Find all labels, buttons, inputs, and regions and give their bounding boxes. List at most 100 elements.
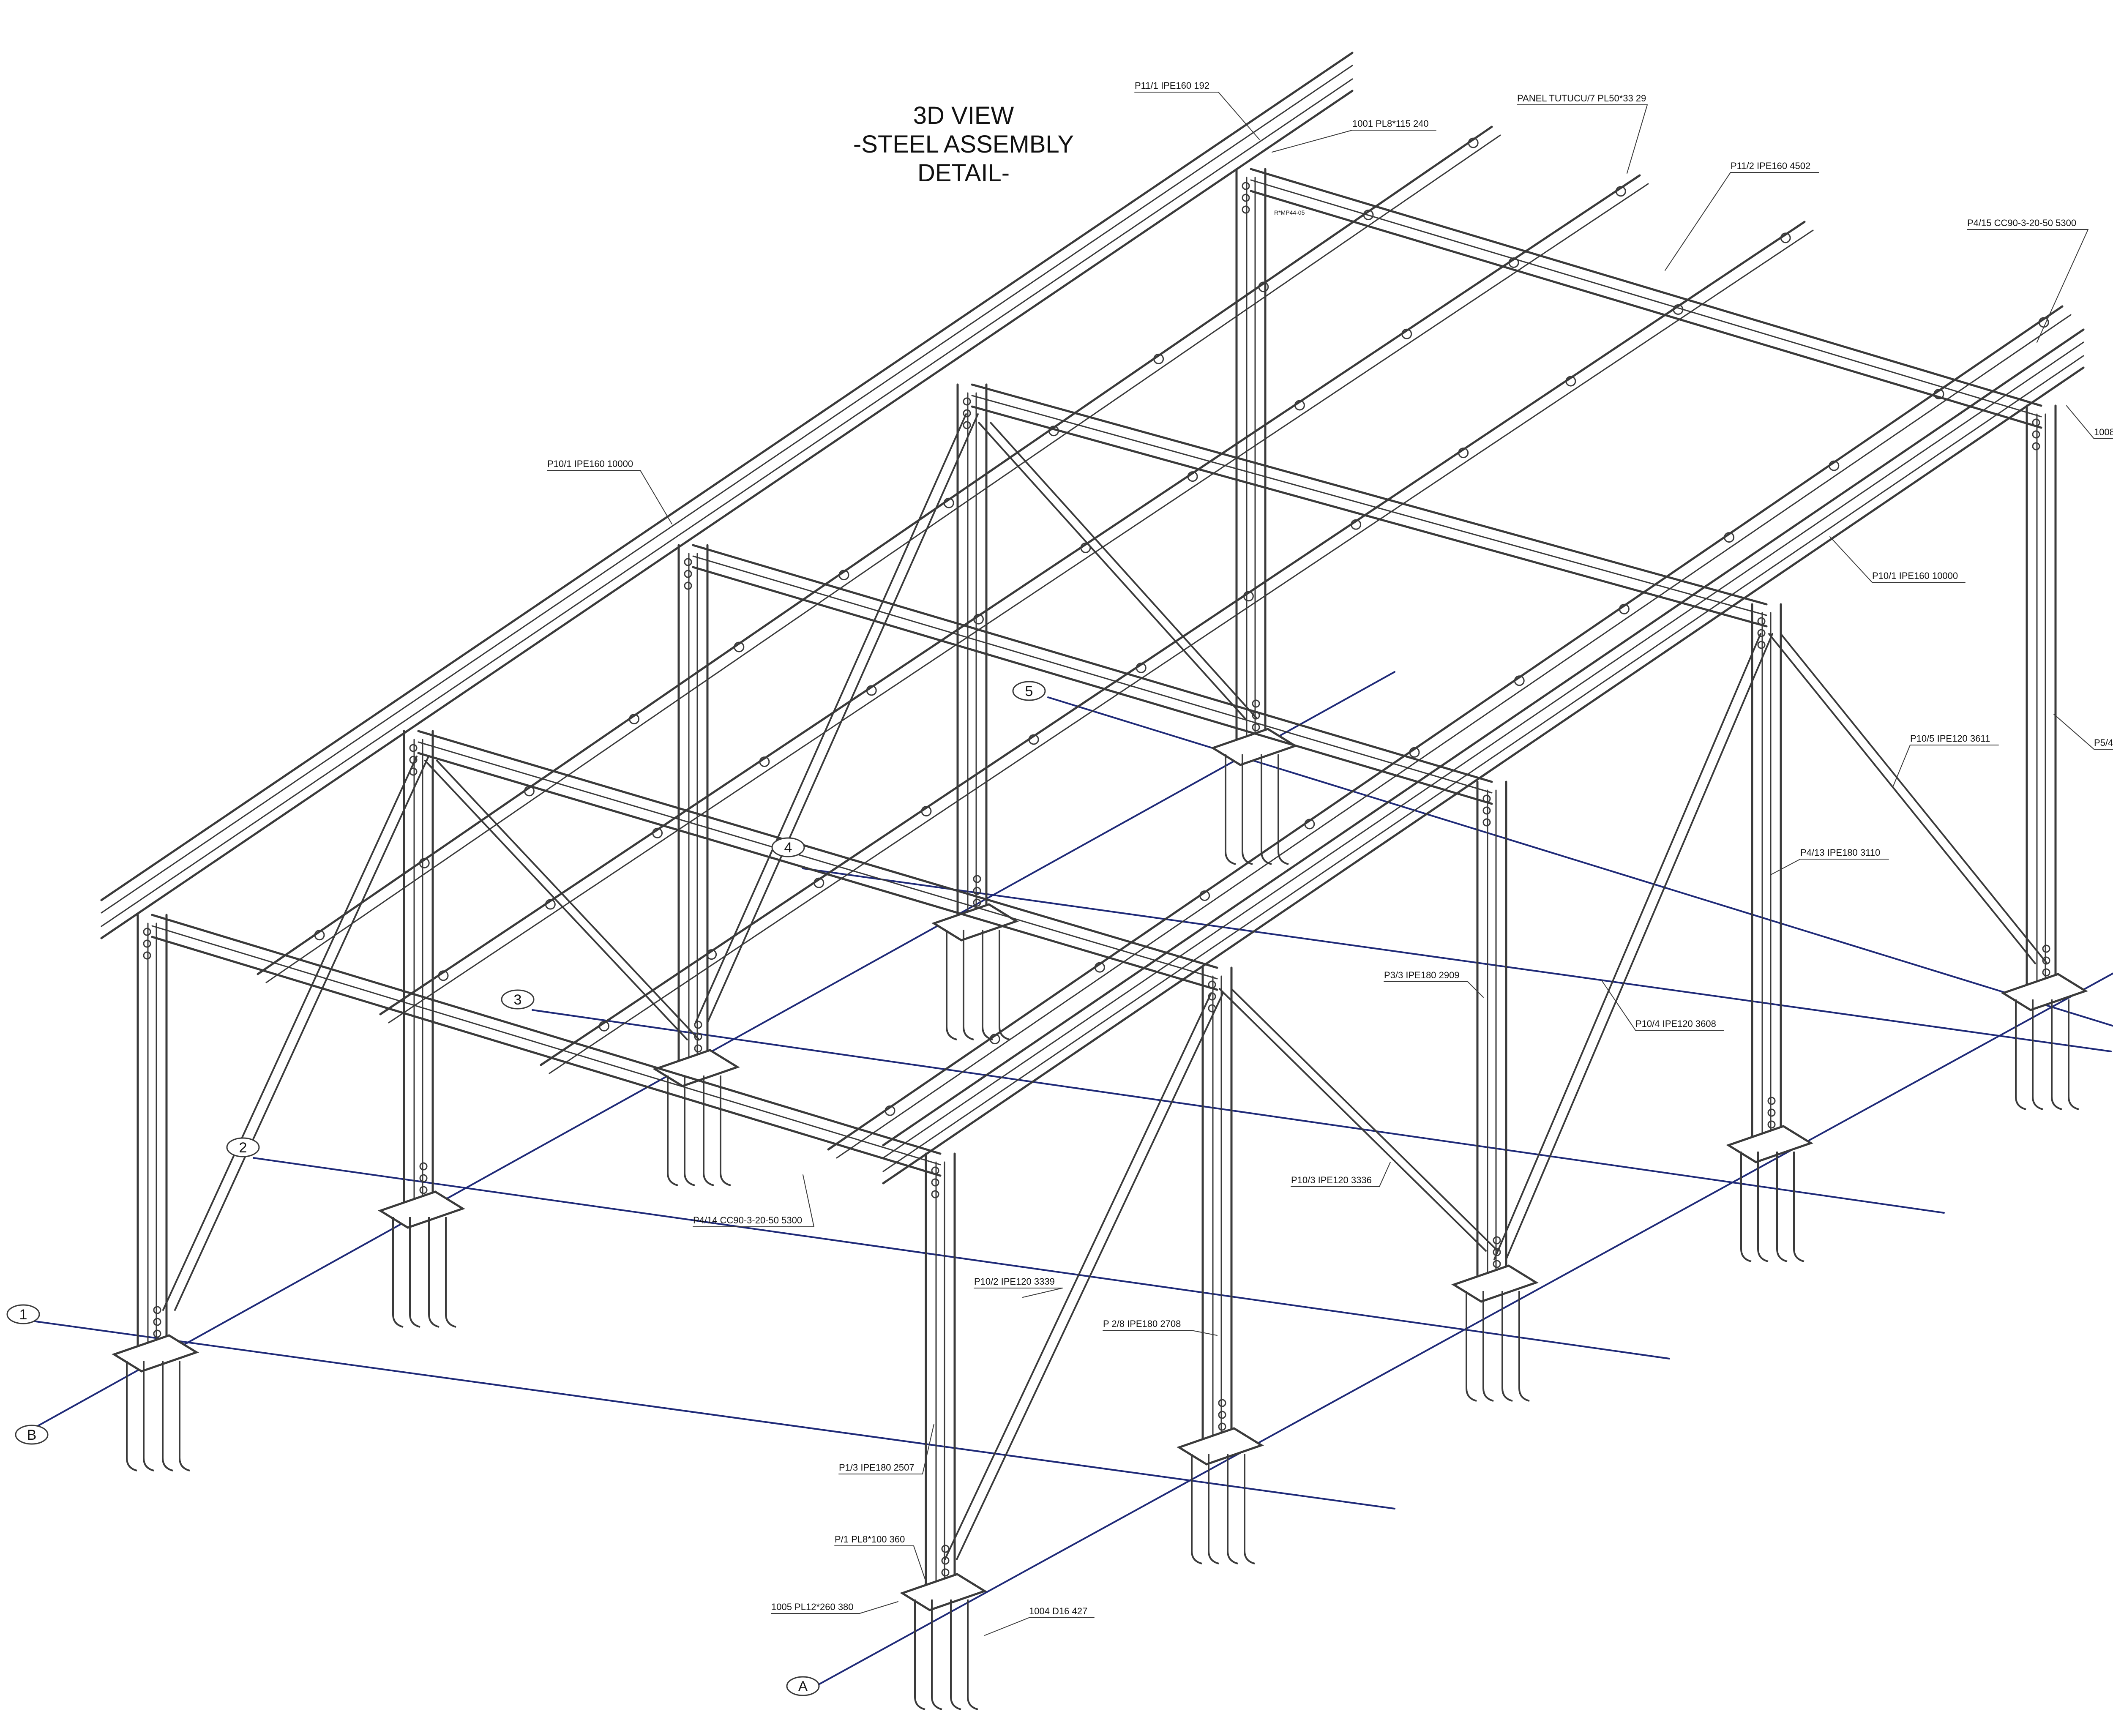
bolt-hole bbox=[963, 421, 971, 429]
label-leader-line bbox=[1467, 981, 1484, 998]
purlin-line bbox=[379, 174, 1641, 1015]
purlin-cleat bbox=[1048, 426, 1059, 437]
anchor-bolt bbox=[1740, 1152, 1752, 1262]
rafter-edge-line bbox=[882, 328, 2085, 1146]
anchor-bolt bbox=[1466, 1291, 1477, 1402]
part-label-p4-14: P4/14 CC90-3-20-50 5300 bbox=[693, 1215, 802, 1226]
cross-beam-line bbox=[417, 752, 1218, 991]
grid-bubble-b bbox=[15, 1425, 49, 1445]
rafter-flange-line bbox=[101, 78, 1353, 927]
cross-beam-line bbox=[692, 555, 1493, 794]
bolt-hole bbox=[963, 409, 971, 418]
bolt-hole bbox=[684, 558, 692, 566]
bolt-hole bbox=[1757, 617, 1766, 625]
title-line-2: -STEEL ASSEMBLY DETAIL- bbox=[853, 131, 1074, 187]
bolt-hole bbox=[1218, 1422, 1226, 1431]
rafter-flange-line bbox=[101, 65, 1353, 914]
cross-beam-line bbox=[692, 566, 1493, 805]
part-label-p10-2: P10/2 IPE120 3339 bbox=[974, 1276, 1055, 1287]
bolt-hole bbox=[973, 887, 981, 895]
bolt-hole bbox=[941, 1556, 950, 1565]
grid-line bbox=[815, 972, 2113, 1687]
purlin-cleat bbox=[1304, 819, 1315, 830]
bolt-hole bbox=[973, 898, 981, 907]
brace-line bbox=[162, 756, 418, 1311]
purlin-cleat bbox=[652, 827, 663, 838]
part-label-p2-8: P 2/8 IPE180 2708 bbox=[1103, 1318, 1181, 1329]
bolt-hole bbox=[1252, 711, 1260, 720]
part-label-p11-2: P11/2 IPE160 4502 bbox=[1731, 161, 1810, 171]
purlin-cleat bbox=[1933, 389, 1944, 399]
purlin-cleat bbox=[973, 614, 984, 625]
anchor-bolt bbox=[126, 1361, 137, 1471]
anchor-bolt bbox=[428, 1217, 440, 1328]
anchor-bolt bbox=[1208, 1454, 1219, 1564]
bolt-hole bbox=[1218, 1411, 1226, 1419]
anchor-bolt bbox=[179, 1361, 190, 1471]
bolt-hole bbox=[973, 875, 981, 883]
purlin-cleat bbox=[866, 685, 877, 696]
anchor-bolt bbox=[931, 1600, 942, 1710]
purlin-line bbox=[540, 221, 1806, 1066]
steel-frame bbox=[100, 52, 2088, 1710]
bolt-hole bbox=[1767, 1120, 1776, 1129]
purlin-cleat bbox=[1514, 675, 1525, 686]
bolt-hole bbox=[153, 1306, 161, 1314]
purlin-cleat bbox=[524, 786, 535, 797]
cross-beam-line bbox=[1250, 190, 2042, 429]
grid-bubble-label-5: 5 bbox=[1025, 683, 1033, 699]
label-leader-line bbox=[640, 470, 672, 524]
bolt-hole bbox=[684, 581, 692, 590]
rafter-flange-line bbox=[882, 355, 2084, 1172]
anchor-bolt bbox=[162, 1361, 173, 1471]
part-label-p10-5: P10/5 IPE120 3611 bbox=[1910, 733, 1990, 744]
brace-line bbox=[990, 422, 1258, 719]
grid-bubble-1 bbox=[6, 1304, 40, 1324]
base-plate bbox=[1726, 1125, 1813, 1163]
anchor-bolt bbox=[914, 1600, 925, 1710]
bolt-hole bbox=[941, 1545, 950, 1553]
anchor-bolt bbox=[1501, 1291, 1513, 1402]
anchor-bolt bbox=[1242, 754, 1253, 865]
part-label-p1001: 1001 PL8*115 240 bbox=[1352, 118, 1429, 129]
bolt-hole bbox=[1757, 629, 1766, 637]
bolt-hole bbox=[1482, 818, 1491, 827]
grid-bubble-label-a: A bbox=[798, 1679, 808, 1695]
bolt-hole bbox=[694, 1021, 702, 1029]
anchor-bolt bbox=[2051, 999, 2062, 1110]
part-label-p1005: 1005 PL12*260 380 bbox=[771, 1602, 854, 1612]
label-leader-line bbox=[1272, 130, 1353, 153]
anchor-bolt bbox=[1482, 1291, 1494, 1402]
part-label-p1004: 1004 D16 427 bbox=[1029, 1606, 1087, 1616]
anchor-bolt bbox=[1776, 1152, 1788, 1262]
label-leader-line bbox=[1627, 104, 1648, 174]
grid-line bbox=[802, 868, 2112, 1052]
brace-line bbox=[1505, 633, 1773, 1260]
purlin-line bbox=[257, 126, 1493, 975]
part-label-stamp: R*MP44-05 bbox=[1274, 209, 1305, 216]
anchor-bolt bbox=[982, 930, 993, 1040]
purlin-line bbox=[388, 183, 1649, 1024]
grid-lines bbox=[29, 671, 2113, 1687]
anchor-bolt bbox=[445, 1217, 456, 1328]
anchor-bolt bbox=[1278, 754, 1289, 865]
purlin-cleat bbox=[1565, 376, 1576, 387]
bolt-hole bbox=[694, 1032, 702, 1041]
bolt-hole bbox=[1757, 641, 1766, 649]
brace-line bbox=[944, 992, 1212, 1560]
brace-line bbox=[1219, 988, 1487, 1252]
grid-bubble-2 bbox=[226, 1137, 260, 1157]
bolt-hole bbox=[1252, 699, 1260, 708]
label-leader-line bbox=[2066, 405, 2094, 439]
bolt-hole bbox=[1482, 794, 1491, 803]
bolt-hole bbox=[1493, 1248, 1501, 1256]
purlin-cleat bbox=[759, 756, 770, 767]
purlin-cleat bbox=[1351, 519, 1362, 530]
brace-line bbox=[1231, 988, 1499, 1252]
part-label-p3-3: P3/3 IPE180 2909 bbox=[1384, 970, 1460, 980]
brace-line bbox=[1768, 633, 2036, 964]
label-leader-line bbox=[859, 1601, 898, 1614]
purlin-line bbox=[265, 134, 1501, 983]
grid-bubble-label-3: 3 bbox=[514, 992, 522, 1008]
purlin-cleat bbox=[1094, 962, 1105, 973]
